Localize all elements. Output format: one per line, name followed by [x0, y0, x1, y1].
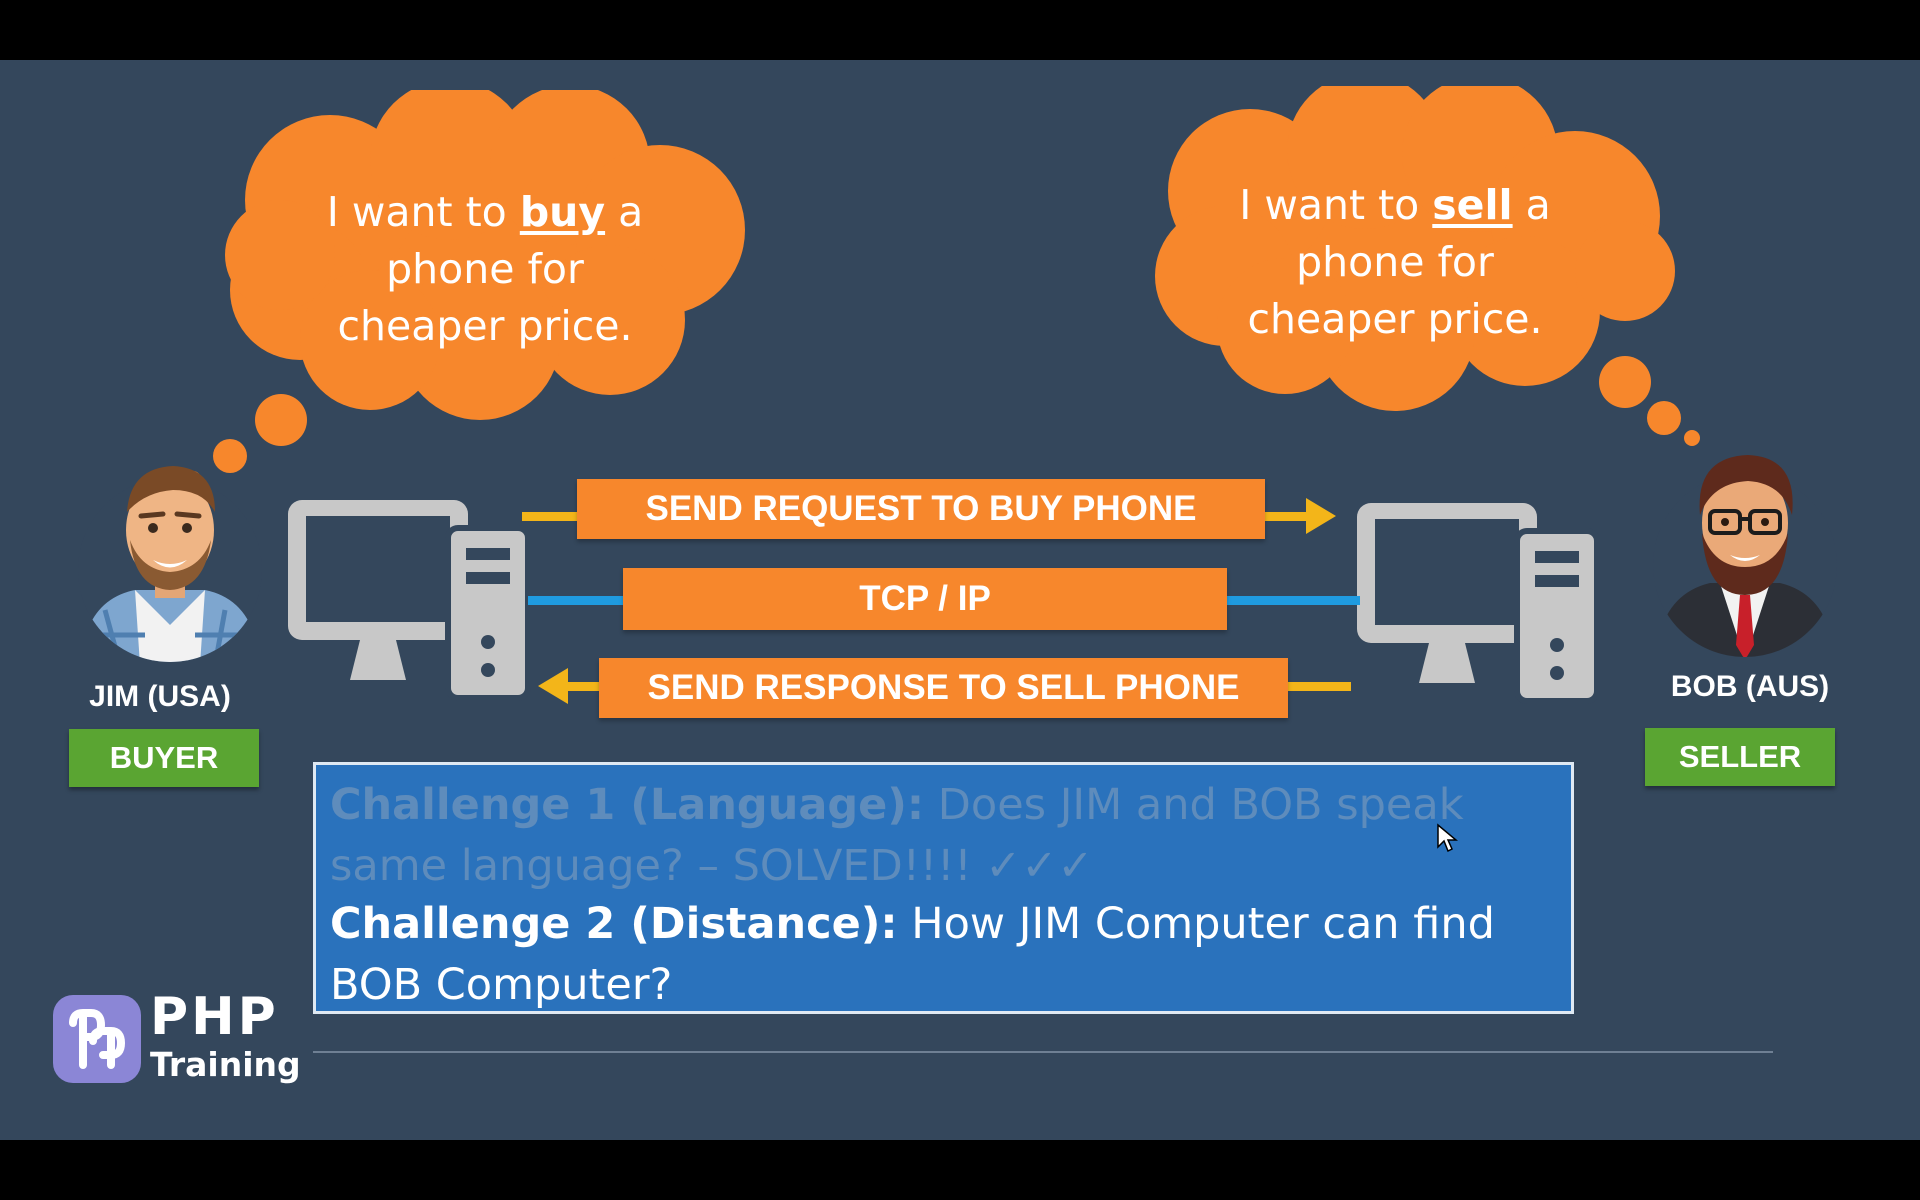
mouse-pointer-icon [1437, 823, 1458, 853]
buyer-thought-cloud [185, 90, 745, 487]
request-line-left [522, 512, 578, 521]
request-bar: SEND REQUEST TO BUY PHONE [577, 479, 1265, 539]
challenge-1-title: Challenge 1 (Language): [330, 780, 925, 830]
seller-avatar [1653, 455, 1837, 657]
seller-name-label: BOB (AUS) [1670, 670, 1830, 703]
seller-computer-icon [1357, 503, 1600, 704]
buyer-thought-text: I want to buy a phone for cheaper price. [326, 188, 644, 350]
response-line-left [560, 682, 600, 691]
buyer-role-badge: BUYER [69, 729, 259, 787]
buy-keyword: buy [519, 188, 606, 236]
protocol-bar: TCP / IP [623, 568, 1227, 630]
logo-training-text: Training [150, 1045, 301, 1084]
php-training-logo-icon [53, 995, 141, 1083]
connection-lines [522, 498, 1360, 704]
seller-role-badge: SELLER [1645, 728, 1835, 786]
challenge-2-text: Challenge 2 (Distance): How JIM Computer… [330, 899, 1495, 1010]
response-arrowhead-icon [538, 668, 568, 704]
slide: I want to buy a phone for cheaper price.… [0, 60, 1920, 1140]
protocol-line-left [528, 596, 624, 605]
challenge-2-title: Challenge 2 (Distance): [330, 899, 898, 949]
divider-line [313, 1051, 1773, 1053]
response-line-right [1287, 682, 1351, 691]
buyer-computer-icon [288, 500, 531, 701]
response-bar: SEND RESPONSE TO SELL PHONE [599, 658, 1288, 718]
sell-keyword: sell [1432, 181, 1513, 229]
request-arrowhead-icon [1306, 498, 1336, 534]
challenge-1-text: Challenge 1 (Language): Does JIM and BOB… [330, 780, 1464, 891]
buyer-name-label: JIM (USA) [89, 680, 231, 713]
seller-thought-text: I want to sell a phone for cheaper price… [1239, 181, 1551, 343]
seller-thought-cloud [1155, 86, 1700, 446]
challenge-box: Challenge 1 (Language): Does JIM and BOB… [313, 762, 1574, 1014]
buyer-avatar [78, 466, 262, 662]
protocol-line-right [1226, 596, 1360, 605]
logo-php-text: PHP [150, 987, 279, 1047]
request-line-right [1264, 512, 1314, 521]
